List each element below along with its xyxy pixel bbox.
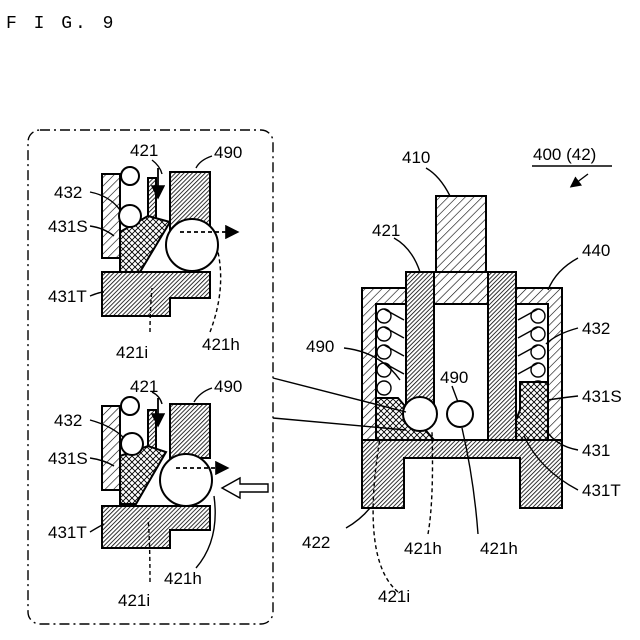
detail-bottom-spring-coil [121, 397, 139, 415]
detail-bottom-force-arrow [222, 478, 268, 498]
detail-bottom-label-421: 421 [130, 377, 158, 396]
label-422: 422 [302, 533, 330, 552]
assembly-ref-arrow [572, 174, 588, 186]
detail-top-label-421i: 421i [116, 343, 148, 362]
spring-432-left [377, 309, 404, 395]
detail-top-ball-490 [166, 219, 218, 271]
detail-bottom-label-490: 490 [214, 377, 242, 396]
detail-top-label-431S: 431S [48, 217, 88, 236]
detail-top-label-421: 421 [130, 141, 158, 160]
detail-bottom-label-421h: 421h [164, 569, 202, 588]
label-410: 410 [402, 148, 430, 167]
detail-bottom-label-431T: 431T [48, 523, 87, 542]
detail-top-label-490: 490 [214, 143, 242, 162]
detail-top-spring-coil [121, 167, 139, 185]
detail-top-label-432: 432 [54, 183, 82, 202]
label-431S: 431S [582, 387, 622, 406]
label-431T: 431T [582, 481, 621, 500]
detail-bottom-ball-490 [160, 454, 212, 506]
label-421h-b: 421h [480, 539, 518, 558]
detail-top-ball-small [119, 205, 141, 227]
ball-490-center [447, 401, 473, 427]
detail-top-housing [102, 174, 120, 258]
label-432: 432 [582, 319, 610, 338]
label-421i: 421i [378, 587, 410, 606]
figure-title: F I G. 9 [6, 14, 116, 34]
label-421h-a: 421h [404, 539, 442, 558]
detail-top-base [102, 272, 210, 316]
detail-top-label-421h: 421h [202, 335, 240, 354]
detail-bottom-housing [102, 406, 120, 490]
detail-top [102, 167, 236, 316]
detail-top-label-431T: 431T [48, 287, 87, 306]
assembly-ref-label: 400 (42) [533, 145, 596, 164]
detail-bottom [102, 397, 268, 548]
slider-431-right [516, 382, 548, 440]
detail-bottom-label-431S: 431S [48, 449, 88, 468]
label-421: 421 [372, 221, 400, 240]
label-440: 440 [582, 241, 610, 260]
sleeve-421-right [488, 272, 516, 440]
detail-bottom-label-432: 432 [54, 411, 82, 430]
detail-bottom-label-421i: 421i [118, 591, 150, 610]
label-431: 431 [582, 441, 610, 460]
label-490-center: 490 [440, 368, 468, 387]
detail-bottom-ball-small [121, 433, 143, 455]
label-490-left: 490 [306, 337, 334, 356]
shaft-410 [436, 196, 486, 276]
detail-bottom-base [102, 506, 210, 548]
main-assembly [362, 196, 562, 508]
ball-490-left [403, 397, 437, 431]
detail-bottom-wall [170, 404, 210, 458]
